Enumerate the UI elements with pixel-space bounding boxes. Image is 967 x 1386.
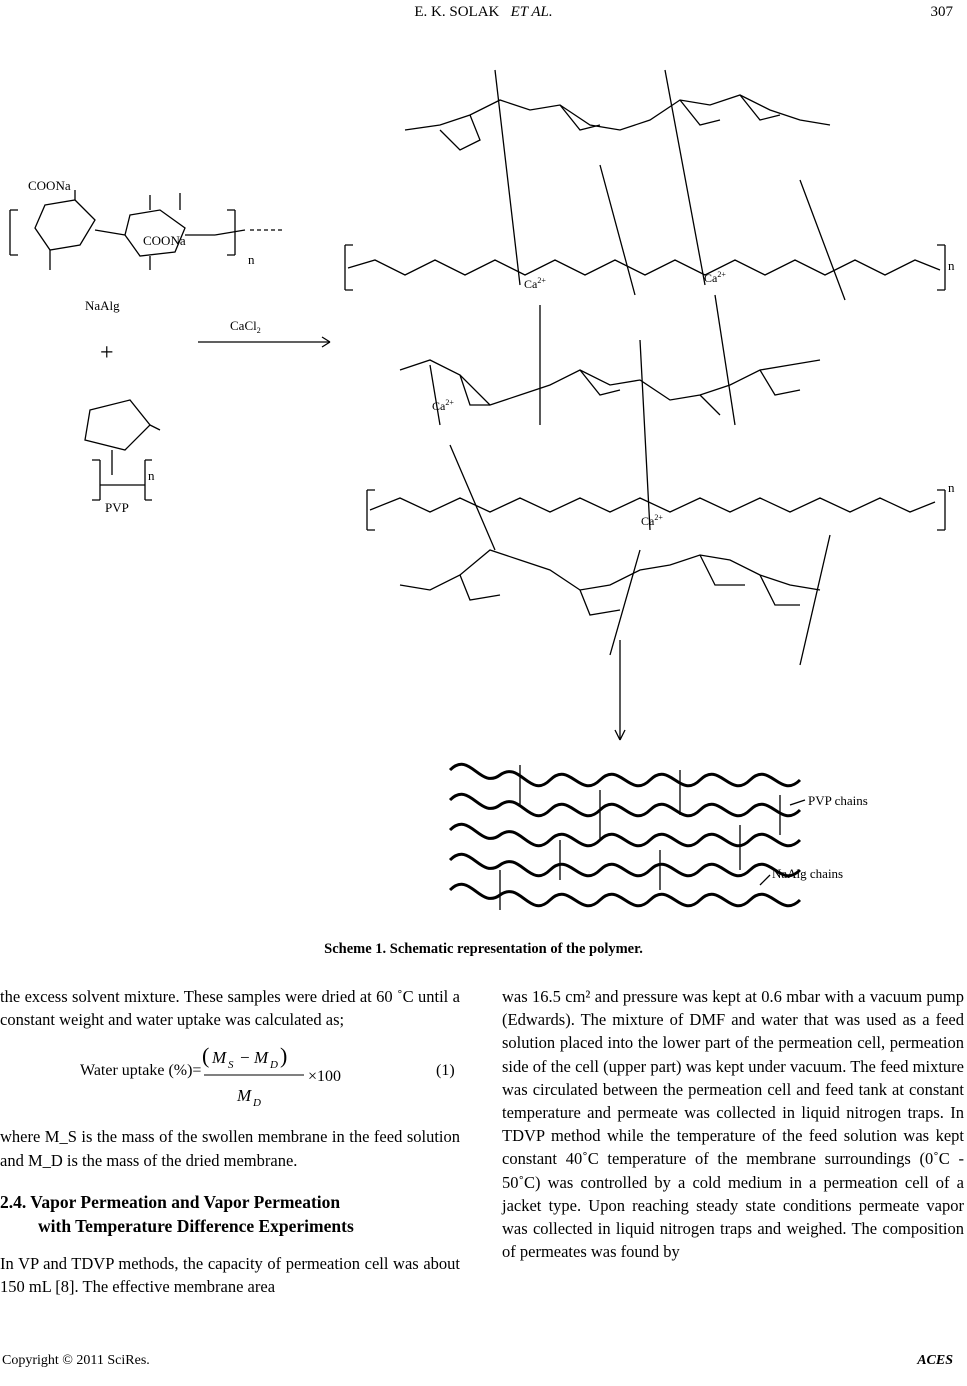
equation-times-100: ×100 [308,1068,341,1085]
svg-text:(: ( [202,1043,209,1068]
equation-1: Water uptake (%)= ( M S − M D ) M D ×100… [0,1035,460,1119]
header-authors: E. K. SOLAK [414,4,500,20]
left-paragraph-where: where M_S is the mass of the swollen mem… [0,1127,460,1170]
ca-ion-1: Ca2+ [524,276,546,291]
right-paragraph: was 16.5 cm² and pressure was kept at 0.… [502,987,964,1262]
left-column: the excess solvent mixture. These sample… [0,985,460,1298]
svg-text:M: M [253,1048,269,1067]
svg-text:D: D [269,1059,278,1071]
svg-text:D: D [252,1097,261,1109]
svg-text:M: M [211,1048,227,1067]
svg-text:S: S [228,1059,234,1071]
left-paragraph-1: the excess solvent mixture. These sample… [0,987,460,1030]
equation-label: Water uptake (%)= [80,1062,202,1080]
section-heading-line-1: 2.4. Vapor Permeation and Vapor Permeati… [0,1191,341,1212]
reagent-label: CaCl2 [230,318,261,335]
pvp-backbone-n-1: n [948,258,955,273]
pvp-n: n [148,468,155,483]
page-number: 307 [930,4,954,20]
header-et-al: ET AL. [510,4,553,20]
equation-number: (1) [436,1062,455,1080]
plus-sign: + [100,340,114,366]
naalg-label: NaAlg [85,298,120,313]
svg-text:−: − [240,1048,250,1067]
svg-text:): ) [280,1043,287,1068]
pvp-backbone-n-2: n [948,480,955,495]
scheme-figure: COONa COONa NaAlg + PVP n n CaCl2 Ca2+ C… [9,69,955,910]
naalg-chains-label: NaAlg chains [772,866,843,881]
footer-journal: ACES [917,1353,953,1368]
ca-ion-2: Ca2+ [704,270,726,285]
right-column: was 16.5 cm² and pressure was kept at 0.… [502,985,964,1263]
ca-ion-3: Ca2+ [432,398,454,413]
pvp-label: PVP [105,500,129,515]
section-heading-line-2: with Temperature Difference Experiments [38,1215,354,1236]
equation-fraction: ( M S − M D ) M D ×100 [202,1043,341,1109]
ca-ion-4: Ca2+ [641,513,663,528]
coona-label-2: COONa [143,233,186,248]
running-header: E. K. SOLAK ET AL. [0,4,967,21]
coona-label: COONa [28,178,71,193]
figure-caption: Scheme 1. Schematic representation of th… [324,941,643,957]
left-paragraph-2: In VP and TDVP methods, the capacity of … [0,1253,460,1297]
svg-text:M: M [236,1086,252,1105]
pvp-chains-label: PVP chains [808,793,868,808]
naalg-n: n [248,252,255,267]
footer-copyright: Copyright © 2011 SciRes. [2,1353,150,1368]
section-heading: 2.4. Vapor Permeation and Vapor Permeati… [0,1190,460,1238]
